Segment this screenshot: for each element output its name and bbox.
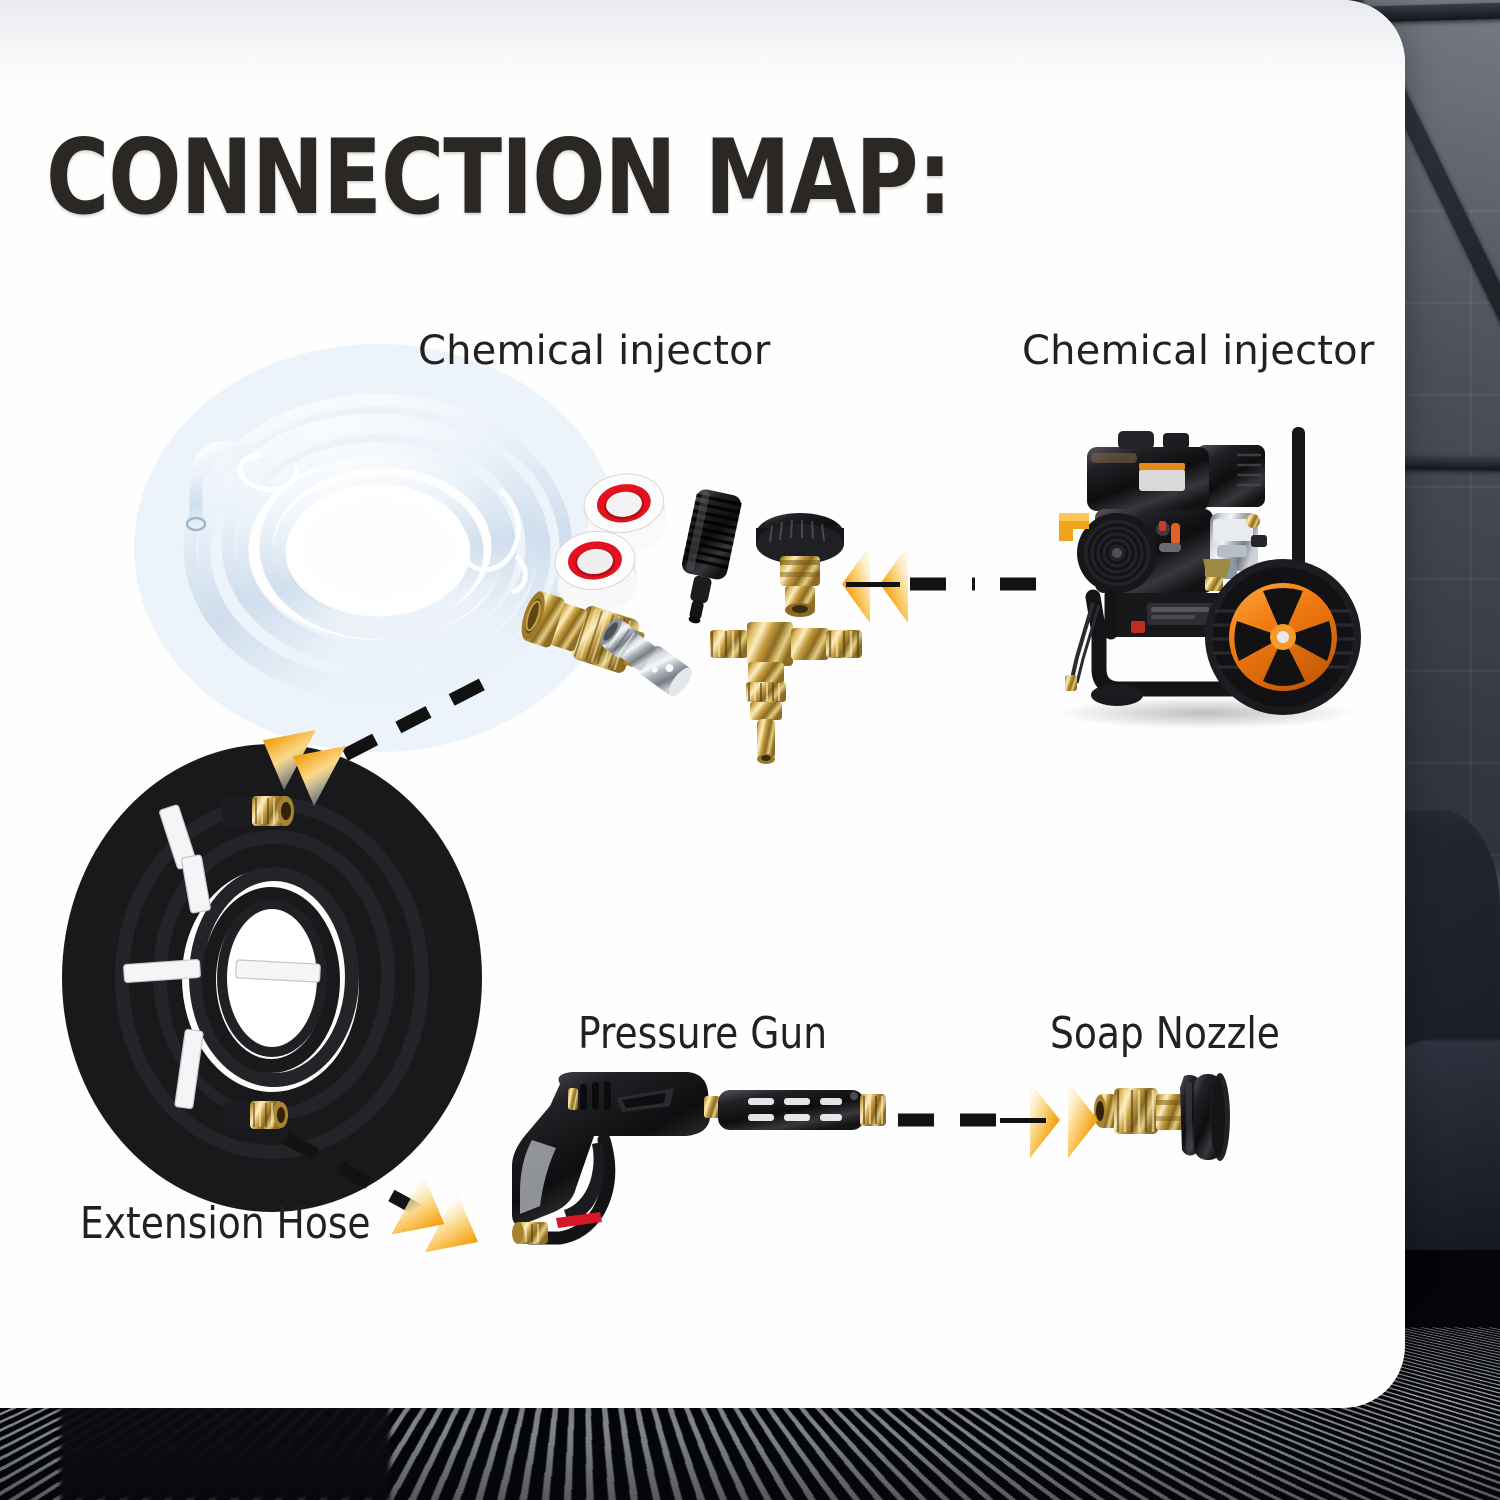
- arrow-machine-to-injector: [842, 545, 1050, 623]
- extension-hose-coil: [62, 744, 482, 1212]
- brass-injector-tee: [710, 622, 862, 764]
- steel-fitting: [600, 618, 692, 697]
- label-pressure-gun: Pressure Gun: [578, 1008, 828, 1059]
- clear-vinyl-hose: [134, 344, 622, 752]
- diagram-art-layer: [62, 344, 1361, 1253]
- ptfe-tape-rolls: [554, 473, 667, 614]
- label-soap-nozzle: Soap Nozzle: [1050, 1008, 1280, 1059]
- arrow-gun-to-nozzle: [898, 1082, 1098, 1158]
- content-card: CONNECTION MAP:: [0, 0, 1405, 1408]
- label-chemical-injector-right: Chemical injector: [1022, 328, 1375, 374]
- label-extension-hose: Extension Hose: [80, 1198, 371, 1249]
- page-title: CONNECTION MAP:: [46, 118, 952, 238]
- pressure-gun: [512, 1072, 886, 1245]
- pressure-washer-machine: [1055, 427, 1361, 729]
- card-top-gradient: [0, 0, 1405, 100]
- soap-nozzle: [1094, 1073, 1230, 1161]
- arrow-hose-to-gun: [282, 1132, 478, 1253]
- arrow-injector-to-hose: [262, 669, 503, 806]
- black-knob-coupler: [756, 513, 844, 617]
- label-chemical-injector-left: Chemical injector: [418, 328, 771, 374]
- black-filter: [682, 489, 742, 624]
